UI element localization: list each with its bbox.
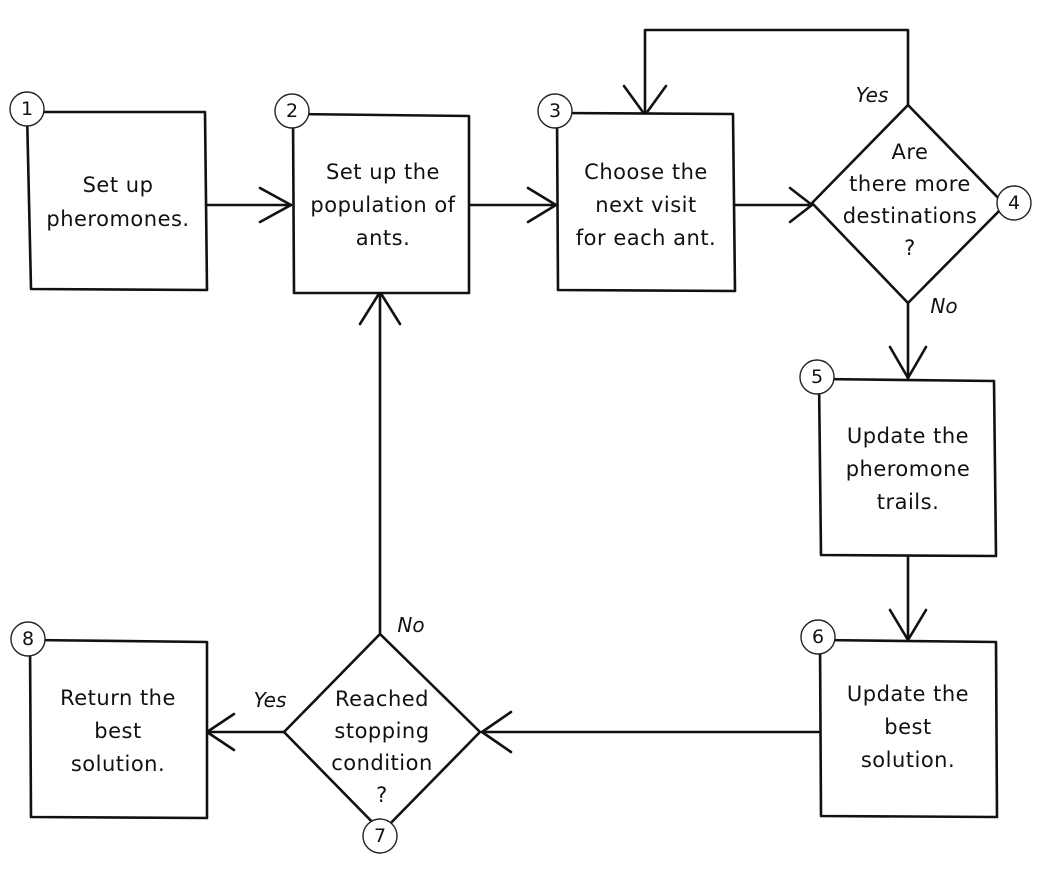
node-label-line: Set up [83, 173, 154, 197]
node-label-line: ? [376, 783, 388, 807]
edge-1-to-2 [205, 186, 293, 224]
badge-circle [537, 93, 573, 129]
node-label-line: solution. [861, 748, 955, 772]
arrowhead [526, 186, 558, 224]
arrowhead [888, 345, 928, 380]
edge-3-to-4 [733, 186, 814, 224]
edge-6-to-7 [480, 710, 822, 754]
badge-number: 2 [286, 100, 298, 122]
process-box [817, 377, 998, 558]
badge-number: 1 [21, 98, 33, 120]
node-label-line: Update the [847, 424, 969, 448]
badge-number: 7 [374, 825, 386, 847]
edge-label: No [397, 613, 424, 637]
badge-circle [362, 818, 398, 854]
node-label-line: Are [892, 140, 929, 164]
edge-7-to-2: No [358, 290, 425, 637]
node-label-line: ants. [356, 226, 411, 250]
edge-label: Yes [856, 83, 889, 107]
node-1: Set up pheromones. 1 [9, 91, 209, 292]
edge-5-to-6 [888, 554, 928, 642]
process-box [555, 111, 737, 293]
step-number-badge: 3 [537, 93, 573, 129]
node-label-line: best [94, 719, 141, 743]
node-label-line: Reached [335, 687, 429, 711]
step-number-badge: 1 [9, 91, 45, 127]
badge-circle [274, 93, 310, 129]
badge-number: 6 [812, 626, 824, 648]
badge-circle [799, 359, 835, 395]
edge-7-to-8: Yes [205, 688, 287, 752]
node-label-line: Set up the [326, 160, 440, 184]
edge-label: Yes [254, 688, 287, 712]
badge-circle [10, 621, 46, 657]
step-number-badge: 8 [10, 621, 46, 657]
badge-number: 4 [1008, 192, 1020, 214]
node-label-line: best [884, 715, 931, 739]
step-number-badge: 4 [996, 185, 1032, 221]
step-number-badge: 5 [799, 359, 835, 395]
node-7: Reached stopping condition? 7 [282, 632, 482, 854]
node-label-line: stopping [334, 719, 429, 743]
edge-label: No [930, 294, 957, 318]
node-label-line: pheromone [846, 457, 971, 481]
node-label-line: solution. [71, 752, 165, 776]
node-6: Update the best solution. 6 [800, 619, 999, 819]
node-label-line: Update the [847, 682, 969, 706]
arrowhead [258, 186, 293, 224]
node-label-line: ? [904, 236, 916, 260]
node-2: Set up the population of ants. 2 [274, 93, 471, 295]
node-label-line: Return the [60, 686, 176, 710]
node-label-line: destinations [843, 204, 978, 228]
decision-diamond [810, 103, 1007, 305]
arrowhead [480, 710, 513, 754]
badge-number: 8 [22, 628, 34, 650]
badge-circle [996, 185, 1032, 221]
badge-circle [9, 91, 45, 127]
badge-number: 5 [811, 366, 823, 388]
node-label-line: Choose the [584, 160, 708, 184]
step-number-badge: 6 [800, 619, 836, 655]
node-8: Return the best solution. 8 [10, 621, 209, 820]
edge-4-to-5: No [888, 294, 958, 380]
node-label-line: next visit [595, 193, 696, 217]
node-label-line: condition [331, 751, 433, 775]
node-4: Are there more destinations? 4 [810, 103, 1032, 305]
node-label-line: trails. [877, 490, 940, 514]
edge-2-to-3 [467, 186, 558, 224]
process-box [291, 112, 471, 295]
node-5: Update the pheromone trails. 5 [799, 359, 998, 558]
process-box [28, 638, 209, 820]
process-box [25, 110, 209, 292]
process-box [818, 638, 999, 819]
edge-4-to-3: Yes [622, 28, 910, 117]
node-3: Choose the next visit for each ant. 3 [537, 93, 737, 293]
arrowhead [788, 186, 814, 224]
node-label-line: pheromones. [46, 207, 189, 231]
badge-number: 3 [549, 100, 561, 122]
node-label-line: there more [849, 172, 971, 196]
badge-circle [800, 619, 836, 655]
node-label-line: population of [310, 193, 455, 217]
step-number-badge: 2 [274, 93, 310, 129]
connector-line [643, 28, 910, 115]
node-label-line: for each ant. [576, 226, 716, 250]
step-number-badge: 7 [362, 818, 398, 854]
